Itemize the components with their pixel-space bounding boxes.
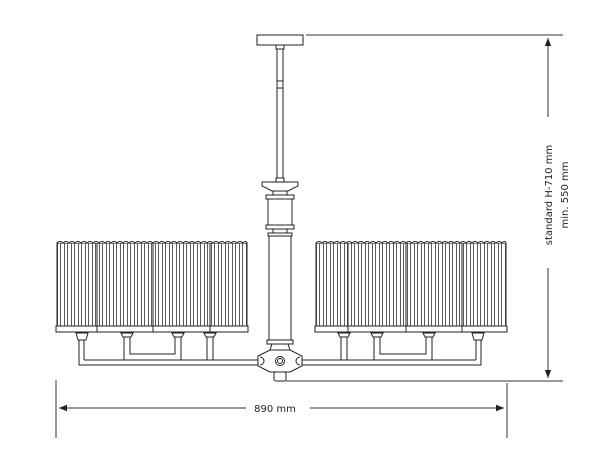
left-arms xyxy=(78,337,258,366)
height-label-min: min. 550 mm xyxy=(560,162,571,229)
canopy xyxy=(256,34,304,50)
width-dimension xyxy=(55,380,508,438)
height-dimension xyxy=(286,34,563,382)
height-label-standard: standard H-710 mm xyxy=(544,145,555,245)
width-label: 890 mm xyxy=(254,404,296,415)
rod xyxy=(276,48,284,179)
right-arms xyxy=(302,337,482,366)
left-shades xyxy=(55,241,249,341)
hub xyxy=(257,349,303,382)
right-shades xyxy=(314,241,508,341)
column xyxy=(261,177,299,351)
